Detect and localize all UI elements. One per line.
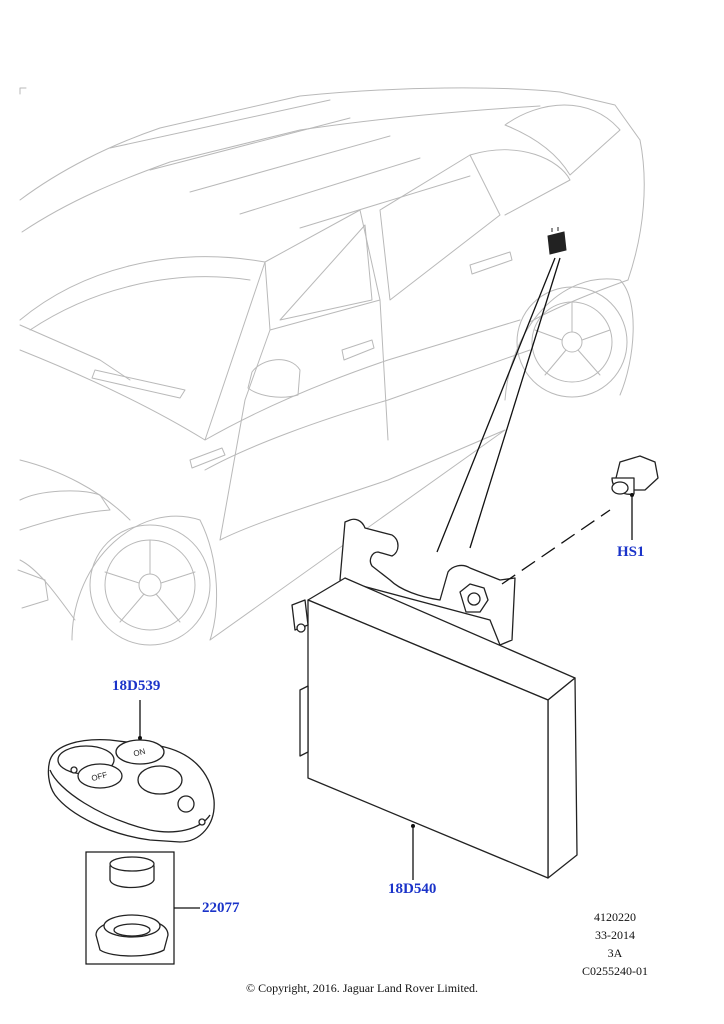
control-module [291, 518, 578, 879]
meta-line-3: 3A [607, 946, 623, 960]
remote-on-button-label: ON [132, 747, 146, 759]
remote-off-button-label: OFF [90, 770, 108, 783]
diagram-meta: 4120220 33-2014 3A C0255240-01 [570, 908, 660, 980]
callout-18d539[interactable]: 18D539 [112, 678, 161, 694]
zoom-leader-right [469, 257, 561, 549]
battery-box [85, 851, 175, 965]
zoom-leader-left [436, 257, 556, 553]
meta-line-1: 4120220 [594, 910, 636, 924]
bolt-hs1 [501, 455, 659, 585]
meta-line-2: 33-2014 [595, 928, 635, 942]
remote-transmitter: OFF ON [47, 736, 215, 843]
callout-22077[interactable]: 22077 [202, 900, 240, 916]
sensor-location-marker [547, 227, 567, 255]
callout-18d540[interactable]: 18D540 [388, 881, 437, 897]
vehicle-illustration [17, 87, 645, 646]
copyright-notice: © Copyright, 2016. Jaguar Land Rover Lim… [245, 981, 479, 995]
callout-hs1[interactable]: HS1 [617, 544, 645, 560]
meta-line-4: C0255240-01 [582, 964, 648, 978]
